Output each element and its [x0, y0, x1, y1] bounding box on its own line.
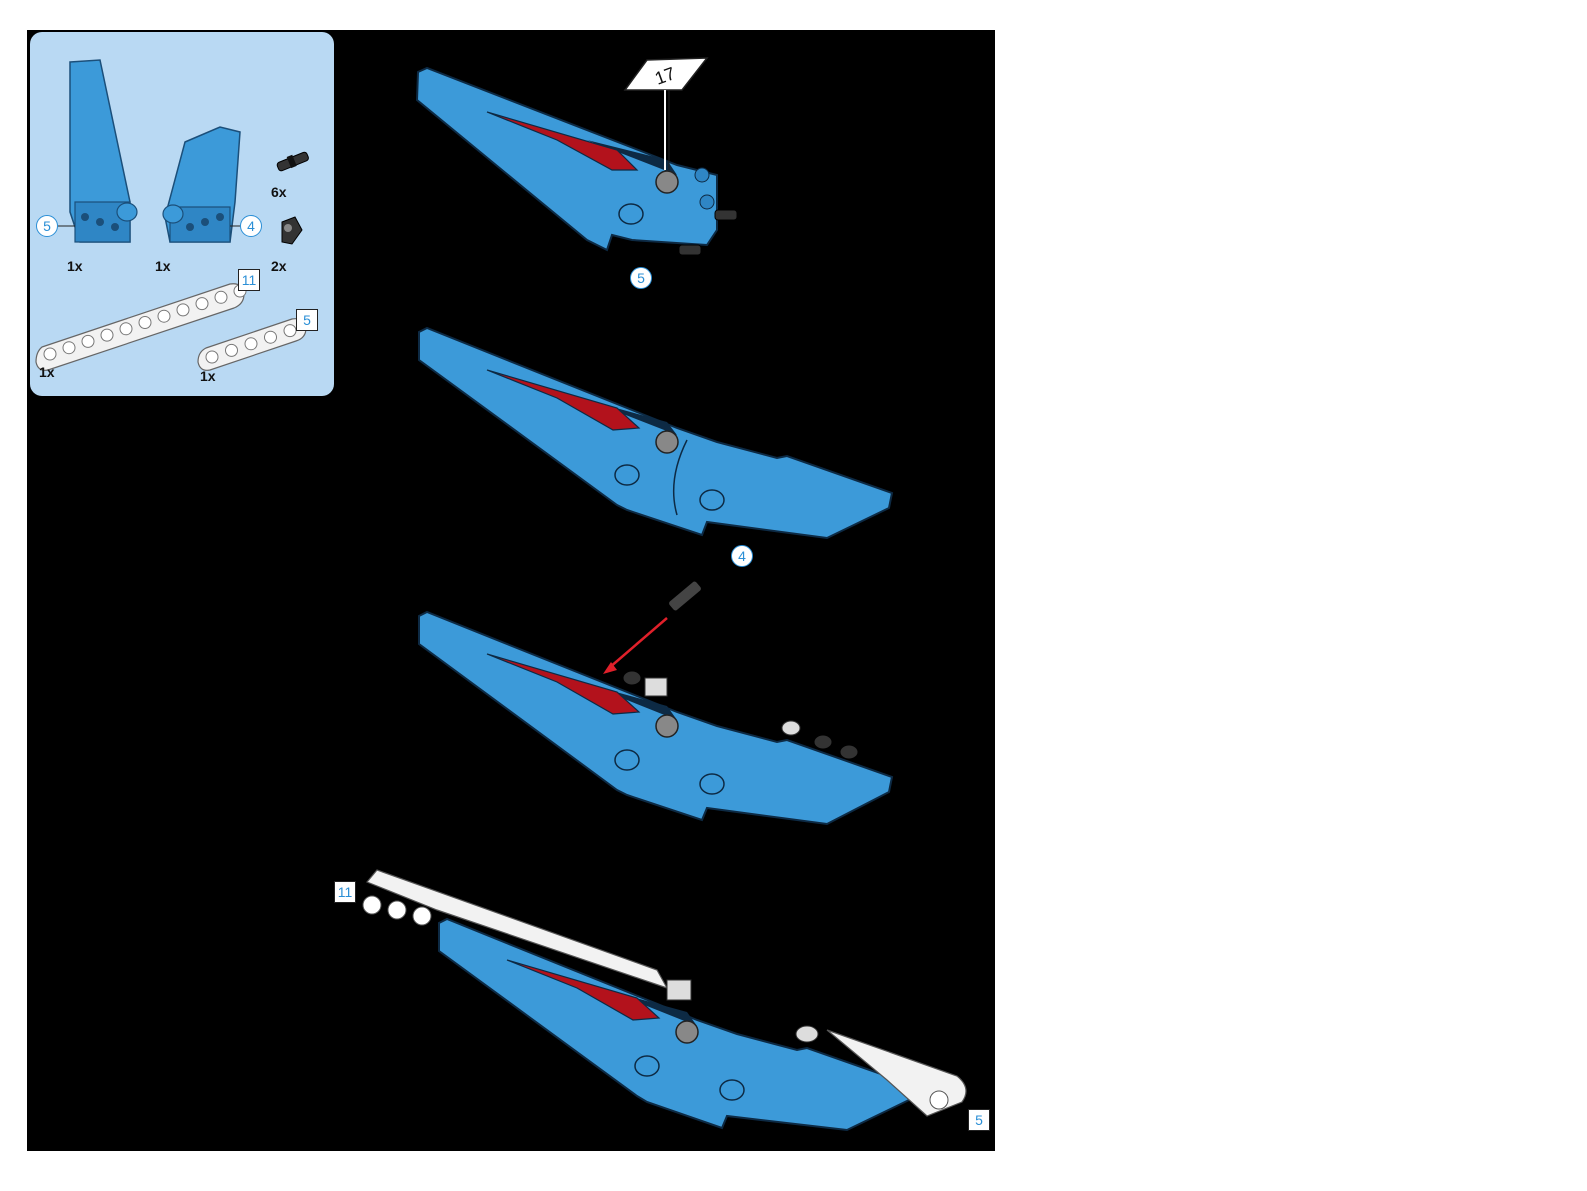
step-1-illustration: [417, 68, 737, 255]
insertion-arrow: [609, 618, 667, 668]
step-4-beam-label-left: 11: [334, 881, 356, 903]
step-4-beam-label-right: 5: [968, 1109, 990, 1131]
step-3-illustration: [419, 580, 892, 824]
instruction-page: 5 1x 4 1x 6x 2x 11 1x 5 1x 17: [27, 30, 995, 1151]
step-2-illustration: [419, 328, 892, 538]
assembly-steps: 17: [27, 30, 995, 1151]
step-4-illustration: [363, 870, 966, 1130]
step-1-part-label: 5: [630, 267, 652, 289]
step-2-part-label: 4: [731, 545, 753, 567]
